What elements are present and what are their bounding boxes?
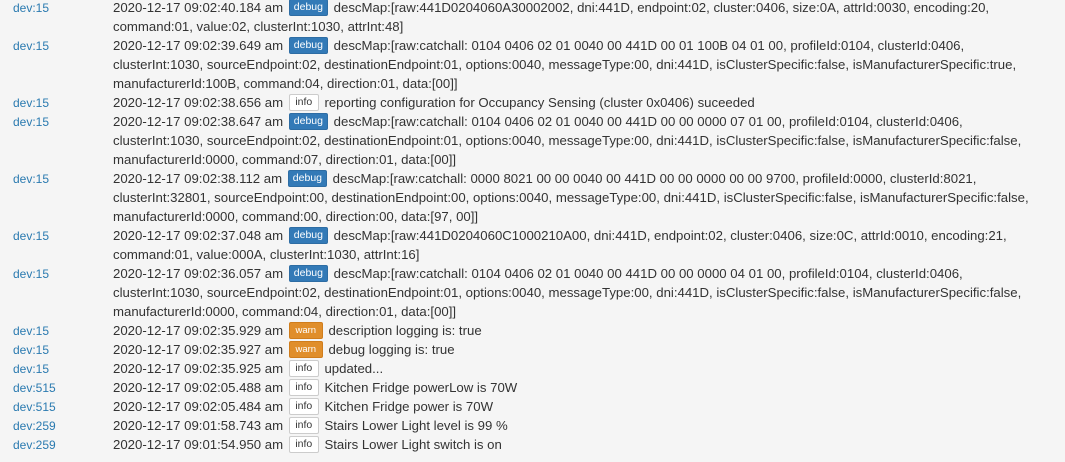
device-link[interactable]: dev:15 (13, 115, 50, 130)
log-entry: dev:15 2020-12-17 09:02:35.929 am warn d… (0, 321, 1065, 340)
device-link[interactable]: dev:15 (13, 267, 50, 282)
log-entry: dev:15 2020-12-17 09:02:38.112 am debug … (0, 169, 1065, 226)
level-badge[interactable]: info (288, 360, 319, 378)
log-message: descMap:[raw:catchall: 0104 0406 02 01 0… (113, 38, 1017, 92)
log-message: descMap:[raw:catchall: 0000 8021 00 00 0… (113, 171, 1029, 225)
log-entry: dev:515 2020-12-17 09:02:05.488 am info … (0, 378, 1065, 397)
log-timestamp: 2020-12-17 09:01:58.743 am (113, 418, 284, 434)
device-link[interactable]: dev:15 (13, 229, 50, 244)
device-link[interactable]: dev:15 (13, 1, 50, 15)
device-link[interactable]: dev:515 (13, 381, 56, 396)
log-timestamp: 2020-12-17 09:02:05.484 am (113, 399, 284, 415)
level-badge[interactable]: warn (288, 341, 323, 359)
level-badge[interactable]: debug (288, 113, 328, 131)
device-link[interactable]: dev:15 (13, 172, 50, 187)
level-badge[interactable]: debug (288, 37, 328, 55)
device-link[interactable]: dev:15 (13, 39, 50, 54)
level-badge[interactable]: info (288, 436, 319, 454)
log-timestamp: 2020-12-17 09:02:35.929 am (113, 323, 284, 339)
level-badge[interactable]: warn (288, 322, 323, 340)
log-message: descMap:[raw:441D0204060C1000210A00, dni… (113, 228, 1007, 263)
log-entry: dev:15 2020-12-17 09:02:39.649 am debug … (0, 36, 1065, 93)
device-link[interactable]: dev:515 (13, 400, 56, 415)
log-entry: dev:515 2020-12-17 09:02:05.484 am info … (0, 397, 1065, 416)
log-message: descMap:[raw:catchall: 0104 0406 02 01 0… (113, 266, 1022, 320)
level-badge[interactable]: debug (288, 0, 328, 17)
log-entry: dev:259 2020-12-17 09:01:58.743 am info … (0, 416, 1065, 435)
log-entry: dev:259 2020-12-17 09:01:54.950 am info … (0, 435, 1065, 454)
level-badge[interactable]: debug (287, 170, 327, 188)
level-badge[interactable]: info (288, 398, 319, 416)
log-timestamp: 2020-12-17 09:02:38.647 am (113, 114, 284, 130)
log-message: descMap:[raw:catchall: 0104 0406 02 01 0… (113, 114, 1022, 168)
log-message: Kitchen Fridge powerLow is 70W (324, 380, 518, 396)
level-badge[interactable]: info (288, 417, 319, 435)
log-timestamp: 2020-12-17 09:02:40.184 am (113, 0, 284, 15)
log-timestamp: 2020-12-17 09:02:36.057 am (113, 266, 284, 282)
log-timestamp: 2020-12-17 09:02:37.048 am (113, 228, 284, 244)
log-entry: dev:15 2020-12-17 09:02:38.647 am debug … (0, 112, 1065, 169)
log-message: description logging is: true (328, 323, 482, 339)
log-entry: dev:15 2020-12-17 09:02:35.927 am warn d… (0, 340, 1065, 359)
log-entry: dev:15 2020-12-17 09:02:36.057 am debug … (0, 264, 1065, 321)
log-message: reporting configuration for Occupancy Se… (324, 95, 755, 111)
log-timestamp: 2020-12-17 09:02:05.488 am (113, 380, 284, 396)
log-timestamp: 2020-12-17 09:01:54.950 am (113, 437, 284, 453)
device-link[interactable]: dev:259 (13, 419, 56, 434)
log-message: descMap:[raw:441D0204060A30002002, dni:4… (113, 0, 990, 35)
level-badge[interactable]: debug (288, 227, 328, 245)
log-entry: dev:15 2020-12-17 09:02:35.925 am info u… (0, 359, 1065, 378)
log-entry: dev:15 2020-12-17 09:02:40.184 am debug … (0, 0, 1065, 36)
log-entry: dev:15 2020-12-17 09:02:38.656 am info r… (0, 93, 1065, 112)
device-link[interactable]: dev:15 (13, 362, 50, 377)
log-entry: dev:15 2020-12-17 09:02:37.048 am debug … (0, 226, 1065, 264)
log-message: debug logging is: true (328, 342, 455, 358)
log-timestamp: 2020-12-17 09:02:35.925 am (113, 361, 284, 377)
log-timestamp: 2020-12-17 09:02:35.927 am (113, 342, 284, 358)
log-message: updated... (324, 361, 384, 377)
log-timestamp: 2020-12-17 09:02:38.656 am (113, 95, 284, 111)
log-message: Kitchen Fridge power is 70W (324, 399, 494, 415)
log-message: Stairs Lower Light switch is on (324, 437, 502, 453)
log-message: Stairs Lower Light level is 99 % (324, 418, 508, 434)
level-badge[interactable]: info (288, 94, 319, 112)
level-badge[interactable]: info (288, 379, 319, 397)
log-timestamp: 2020-12-17 09:02:38.112 am (113, 171, 283, 187)
device-link[interactable]: dev:15 (13, 324, 50, 339)
device-link[interactable]: dev:15 (13, 96, 50, 111)
device-link[interactable]: dev:259 (13, 438, 56, 453)
device-link[interactable]: dev:15 (13, 343, 50, 358)
level-badge[interactable]: debug (288, 265, 328, 283)
log-timestamp: 2020-12-17 09:02:39.649 am (113, 38, 284, 54)
